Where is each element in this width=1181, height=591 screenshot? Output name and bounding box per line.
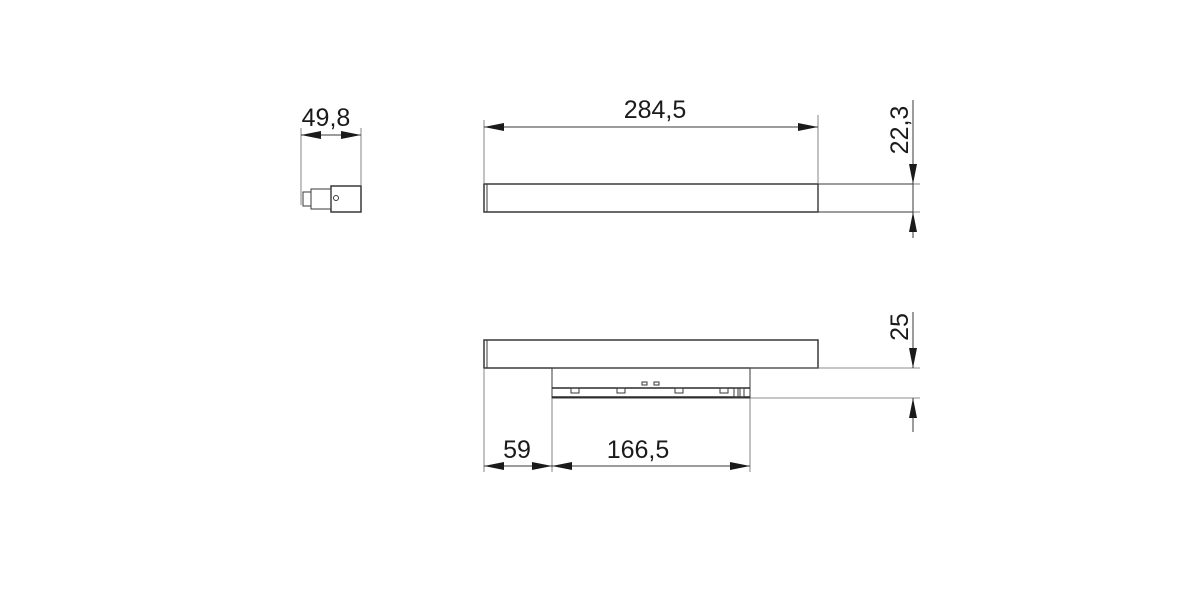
- front-view: 59 166,5 25: [483, 312, 920, 472]
- height-bottom-label: 25: [886, 313, 914, 341]
- length-label: 284,5: [624, 96, 687, 124]
- height-top-label: 22,3: [886, 106, 914, 155]
- side-width-label: 49,8: [302, 104, 351, 132]
- offset-label: 59: [503, 436, 531, 464]
- top-view: 284,5 22,3: [483, 96, 920, 238]
- side-view: 49,8: [300, 104, 362, 213]
- module-length-label: 166,5: [607, 436, 670, 464]
